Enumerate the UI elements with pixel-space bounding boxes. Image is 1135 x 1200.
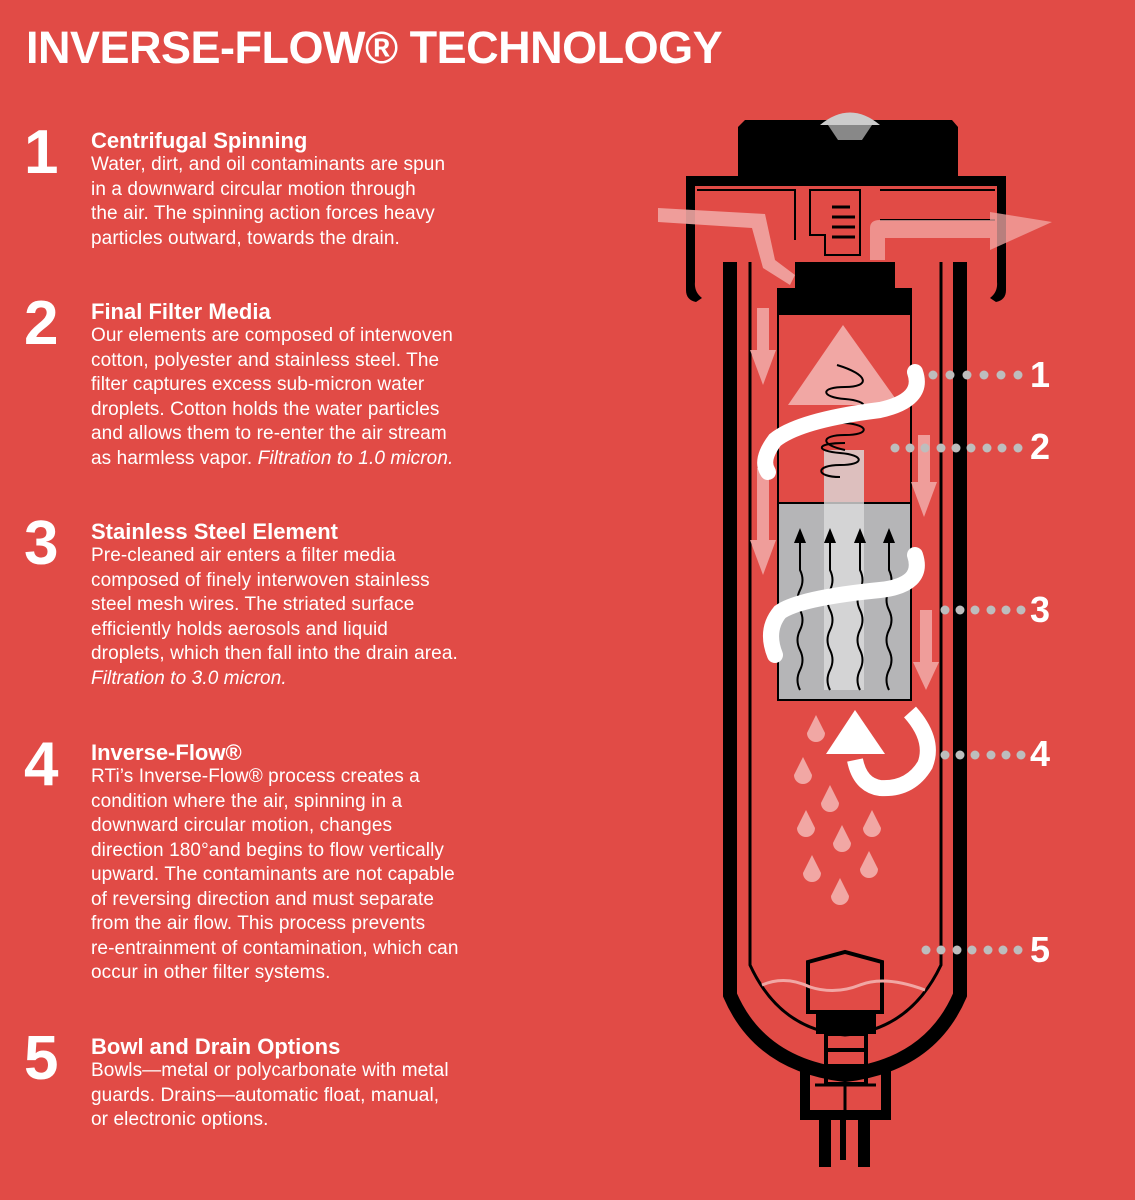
airflow-arrows [658, 208, 1052, 690]
section-body: Pre-cleaned air enters a filter media co… [91, 544, 458, 691]
body-text: Pre-cleaned air enters a filter media co… [91, 545, 458, 664]
body-text: Bowls—metal or polycarbonate with metal … [91, 1060, 449, 1130]
section-number: 3 [24, 509, 59, 578]
section-heading: Inverse-Flow® [91, 740, 242, 765]
section-heading: Centrifugal Spinning [91, 128, 308, 153]
filtration-note: Filtration to 1.0 micron. [257, 447, 454, 469]
page-title: INVERSE-FLOW® TECHNOLOGY [26, 22, 723, 73]
spin-swirl [757, 364, 925, 663]
diagram-label-1: 1 [1030, 354, 1051, 395]
section-heading: Bowl and Drain Options [91, 1034, 341, 1059]
body-text: Water, dirt, and oil contaminants are sp… [91, 154, 446, 249]
drain-fitting [800, 1060, 891, 1120]
diagram-label-2: 2 [1030, 426, 1051, 467]
section-number: 1 [24, 118, 59, 187]
leader-dots [890, 370, 1026, 955]
section-body: Bowls—metal or polycarbonate with metal … [91, 1059, 449, 1133]
bowl-outer [723, 262, 967, 1083]
section-body: Our elements are composed of interwoven … [91, 324, 453, 471]
section-body: Water, dirt, and oil contaminants are sp… [91, 153, 445, 251]
filtration-note: Filtration to 3.0 micron. [91, 667, 287, 689]
drain-float [806, 949, 884, 1014]
section-body: RTi’s Inverse-Flow® process creates a co… [91, 765, 459, 986]
section-number: 5 [24, 1024, 59, 1093]
inverse-flow-arrow [847, 706, 936, 797]
section-heading: Final Filter Media [91, 299, 271, 324]
body-text: RTi’s Inverse-Flow® process creates a co… [91, 766, 459, 983]
section-number: 2 [24, 289, 59, 358]
filter-cap [738, 120, 958, 180]
water-droplets [794, 715, 881, 905]
section-number: 4 [24, 730, 59, 799]
dome-icon [820, 112, 880, 125]
body-text: Our elements are composed of interwoven … [91, 325, 453, 469]
diagram-label-4: 4 [1030, 733, 1051, 774]
diagram-label-3: 3 [1030, 589, 1051, 630]
diagram-label-5: 5 [1030, 929, 1051, 970]
section-heading: Stainless Steel Element [91, 519, 338, 544]
